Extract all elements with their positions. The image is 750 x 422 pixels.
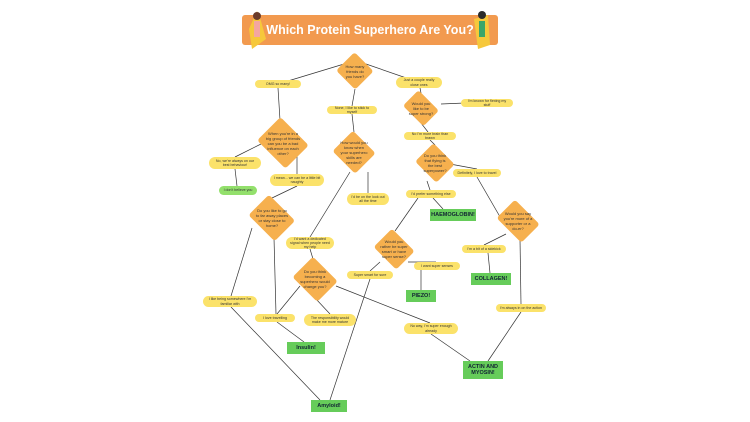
question-smart-or-senses: Would you rather be super smart or have …	[372, 231, 416, 267]
result-haemoglobin: HAEMOGLOBIN!	[430, 209, 476, 221]
answer-flexing: I'm known for flexing my stuff	[461, 99, 513, 107]
answer-little-naughty: I mean... we can be a little bit naughty	[270, 174, 324, 186]
answer-couple-close: Just a couple really close ones	[396, 77, 442, 88]
connector-line	[315, 298, 331, 315]
answer-best-behaviour: No, we're always on our best behaviour!	[209, 157, 261, 169]
question-friends-count: How many friends do you have?	[336, 53, 374, 89]
connector-line	[276, 321, 305, 343]
connector-line	[351, 88, 356, 107]
answer-super-senses: I want super senses	[414, 262, 460, 270]
question-super-strong: Would you like to be super strong?	[401, 93, 441, 123]
question-change-you: Do you think becoming a superhero would …	[291, 259, 339, 299]
superhero-left-icon	[249, 11, 266, 49]
answer-look-out: I'd be on the look out all the time	[347, 193, 389, 205]
connector-line	[277, 87, 281, 121]
connector-line	[426, 180, 431, 191]
answer-super-enough: No way, I'm super enough already	[404, 323, 458, 334]
answer-dedicated-signal: I'd want a dedicated signal when people …	[286, 237, 334, 249]
result-amyloid: Amyloid!	[311, 400, 347, 412]
result-actin-myosin: ACTIN AND MYOSIN!	[463, 361, 503, 379]
connector-line	[430, 333, 471, 362]
connector-line	[271, 185, 298, 199]
question-bad-influence: When you're in a big group of friends ca…	[255, 120, 311, 166]
answer-sidekick: I'm a bit of a sidekick	[462, 245, 506, 253]
page-title: Which Protein Superhero Are You?	[242, 15, 498, 45]
connector-line	[335, 285, 431, 324]
question-flying: Do you think that flying is the best sup…	[414, 145, 456, 181]
answer-super-smart: Super smart for sure	[347, 271, 393, 279]
connector-line	[487, 311, 522, 362]
result-insulin: Insulin!	[287, 342, 325, 354]
connector-line	[234, 168, 238, 187]
answer-familiar-place: I like being somewhere I'm familiar with	[203, 296, 257, 307]
answer-prefer-else: I'd prefer something else	[406, 190, 456, 198]
connector-line	[309, 171, 351, 238]
connector-line	[487, 252, 491, 274]
question-far-or-home: Do you like to go to far away places or …	[246, 198, 298, 238]
answer-love-travelling: I love travelling	[255, 314, 295, 322]
result-piezo: PIEZO!	[406, 290, 436, 302]
answer-dont-believe: I don't believe you	[219, 186, 257, 195]
connector-line	[230, 227, 253, 297]
connector-line	[230, 306, 321, 401]
connector-line	[329, 278, 371, 401]
result-collagen: COLLAGEN!	[471, 273, 511, 285]
connector-line	[351, 113, 355, 133]
superhero-right-icon	[474, 11, 490, 49]
connector-line	[432, 197, 444, 210]
answer-in-on-action: I'm always in on the action	[496, 304, 546, 312]
answer-love-travel-flying: Definitely, I love to travel	[453, 169, 501, 177]
connector-line	[273, 237, 277, 315]
connector-line	[394, 197, 419, 232]
answer-stick-to-myself: None, I like to stick to myself	[327, 106, 377, 114]
question-supporter-or-doer: Would you say you're more of a supporter…	[494, 203, 542, 239]
answer-brain-not-brawn: No I'm more brain than brawn	[404, 132, 456, 140]
answer-more-mature: The responsibility would make me more ma…	[304, 314, 356, 326]
connector-line	[519, 238, 522, 305]
answer-so-many: OMG so many!	[255, 80, 301, 88]
question-skills-needed: How would you know when your superhero s…	[332, 132, 376, 172]
